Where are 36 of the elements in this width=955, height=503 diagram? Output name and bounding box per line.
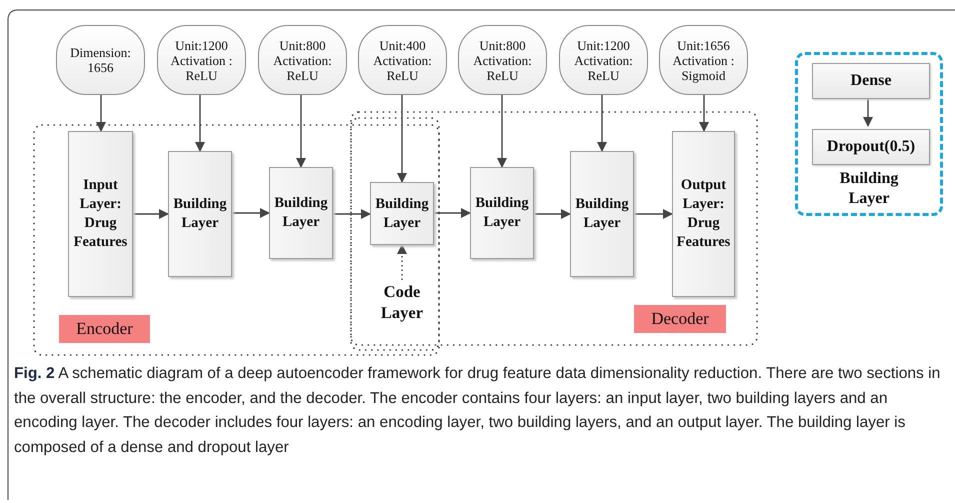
layer-box: Building Layer [168,151,232,277]
section-tag: Encoder [59,315,150,343]
annotation-bubble: Unit:1200 Activation: ReLU [559,25,648,95]
arrow [232,208,270,218]
layer-box: Building Layer [269,167,333,259]
annotation-bubble: Unit:1656 Activation : Sigmoid [659,25,748,95]
annotation-bubble: Unit:800 Activation: ReLU [458,25,547,95]
arrow [96,95,106,132]
arrow [296,95,306,168]
arrow [397,95,407,183]
arrow [195,95,205,152]
layer-box: Dropout(0.5) [812,129,930,165]
arrow [434,208,471,218]
arrow [397,244,407,280]
group-title: Building Layer [838,169,900,209]
figure-caption: Fig. 2 A schematic diagram of a deep autoencoder framework for drug feature data dimensionality reduction. There are two sections in the overall structure: the encoder, and the decoder. The encoder contains four layers: an input layer, two building layers and an encoding layer. The decoder includes four layers: an encoding layer, two building layers, and an output layer. The building layer is composed of a dense and dropout layer [14,364,942,458]
section-label: Code Layer [364,280,440,324]
layer-box: Dense [812,63,930,99]
arrow [497,95,507,168]
arrow [534,209,571,219]
arrow [634,209,673,219]
layer-box: Output Layer: Drug Features [672,131,735,297]
layer-box: Building Layer [370,182,434,245]
layer-box: Building Layer [570,151,634,277]
arrow [597,95,607,152]
group-frame [795,52,943,216]
annotation-bubble: Unit:400 Activation: ReLU [358,25,447,95]
annotation-bubble: Unit:1200 Activation : ReLU [157,25,246,95]
annotation-bubble: Dimension: 1656 [56,25,145,95]
layer-box: Input Layer: Drug Features [68,131,133,297]
annotation-bubble: Unit:800 Activation: ReLU [258,25,347,95]
layer-box: Building Layer [470,167,534,259]
section-tag: Decoder [634,305,726,333]
arrow [333,209,371,219]
arrow [699,95,709,132]
arrow [133,209,169,219]
